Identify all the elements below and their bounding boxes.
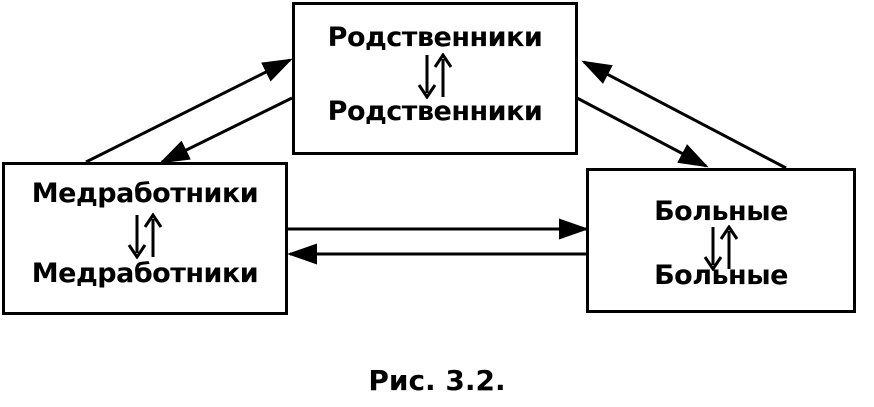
staff-box: Медработники Медработники [2,162,288,315]
relatives-box: Родственники Родственники [292,2,578,155]
staff-label-bottom: Медработники [31,258,259,289]
staff-exchange-arrows [127,213,163,259]
relatives-label-bottom: Родственники [327,96,543,127]
arrow-relatives-to-patients [576,96,709,168]
patients-label-bottom: Больные [654,260,788,291]
arrow-relatives-to-staff [159,96,293,164]
figure-caption: Рис. 3.2. [368,364,506,397]
relatives-exchange-arrows [417,53,453,99]
arrow-staff-to-relatives [85,58,293,164]
relatives-label-top: Родственники [327,22,543,53]
patients-exchange-arrows [703,225,739,271]
patients-label-top: Больные [654,196,788,227]
patients-box: Больные Больные [586,168,856,313]
staff-label-top: Медработники [31,178,259,209]
arrow-patients-to-relatives [581,60,787,170]
